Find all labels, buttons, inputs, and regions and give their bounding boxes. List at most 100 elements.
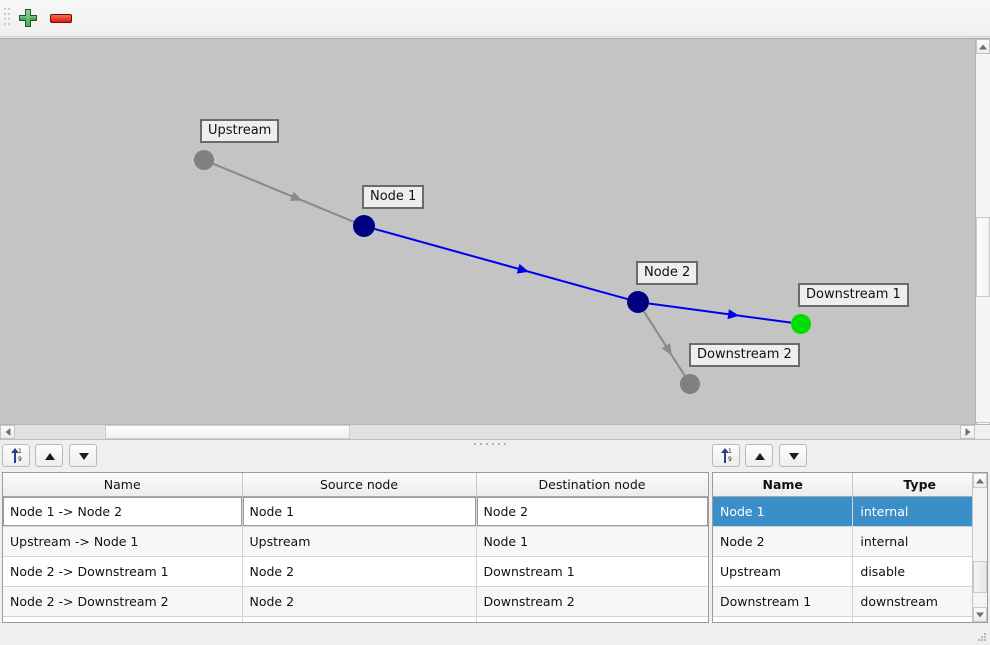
column-header-destination-node[interactable]: Destination node — [476, 473, 708, 497]
arrow-down-icon — [79, 453, 89, 460]
arrow-down-icon — [789, 453, 799, 460]
scroll-left-button[interactable] — [0, 425, 15, 439]
graph-edge-arrow-icon — [727, 309, 740, 320]
cell-name[interactable]: Node 2 -> Downstream 2 — [3, 586, 243, 617]
cell-empty — [476, 616, 708, 622]
cell-destination[interactable]: Downstream 2 — [476, 586, 708, 617]
arrow-up-icon — [755, 453, 765, 460]
cell-source[interactable]: Upstream — [242, 526, 477, 557]
nodes-move-down-button[interactable] — [779, 444, 807, 467]
graph-node-label-node2[interactable]: Node 2 — [636, 261, 699, 285]
status-area — [0, 624, 990, 645]
edges-move-down-button[interactable] — [69, 444, 97, 467]
graph-edges-layer — [212, 162, 792, 377]
column-header-name[interactable]: Name — [3, 473, 243, 497]
scroll-right-button[interactable] — [960, 425, 975, 439]
cell-source[interactable]: Node 1 — [242, 496, 477, 527]
graph-edge[interactable] — [374, 227, 628, 301]
graph-edge[interactable] — [648, 302, 792, 324]
scroll-down-button[interactable] — [973, 607, 987, 622]
scroll-up-button[interactable] — [976, 39, 990, 54]
cell-source[interactable]: Node 2 — [242, 556, 477, 587]
cell-name[interactable]: Node 2 — [713, 526, 854, 557]
plus-icon — [19, 9, 37, 27]
nodes-table-scroll-thumb[interactable] — [973, 561, 987, 593]
graph-node-label-node1[interactable]: Node 1 — [362, 185, 425, 209]
graph-edge-arrow-icon — [661, 343, 672, 356]
graph-node-upstream[interactable] — [194, 150, 214, 170]
minus-icon — [50, 14, 72, 23]
graph-edge[interactable] — [643, 310, 686, 377]
graph-hscroll-thumb[interactable] — [105, 425, 350, 439]
graph-vertical-scrollbar[interactable] — [975, 39, 990, 437]
column-header-source-node[interactable]: Source node — [242, 473, 477, 497]
add-node-button[interactable] — [14, 5, 42, 32]
graph-vscroll-thumb[interactable] — [976, 217, 990, 297]
cell-destination[interactable]: Downstream 1 — [476, 556, 708, 587]
graph-node-node2[interactable] — [627, 291, 649, 313]
graph-edge-arrow-icon — [516, 263, 529, 274]
remove-node-button[interactable] — [47, 5, 75, 32]
column-header-name[interactable]: Name — [713, 473, 854, 497]
cell-name[interactable]: Upstream -> Node 1 — [3, 526, 243, 557]
cell-name[interactable]: Downstream 1 — [713, 586, 854, 617]
graph-edge[interactable] — [212, 162, 355, 223]
edges-move-up-button[interactable] — [35, 444, 63, 467]
main-toolbar — [0, 0, 990, 37]
cell-type[interactable]: disable — [852, 556, 987, 587]
graph-node-downstream1[interactable] — [791, 314, 811, 334]
graph-edge-arrow-icon — [289, 191, 303, 201]
graph-node-node1[interactable] — [353, 215, 375, 237]
nodes-table-scrollbar[interactable] — [972, 473, 987, 622]
cell-type[interactable]: downstream — [852, 586, 987, 617]
nodes-move-up-button[interactable] — [745, 444, 773, 467]
scrollbar-corner — [975, 425, 990, 439]
graph-node-label-upstream[interactable]: Upstream — [200, 119, 280, 143]
cell-empty — [713, 616, 854, 622]
graph-node-downstream2[interactable] — [680, 374, 700, 394]
toolbar-drag-handle-icon[interactable] — [4, 8, 11, 30]
graph-horizontal-scrollbar[interactable] — [0, 424, 990, 439]
graph-node-label-downstream1[interactable]: Downstream 1 — [798, 283, 909, 307]
cell-name[interactable]: Upstream — [713, 556, 854, 587]
cell-empty — [852, 616, 987, 622]
splitter-grip-icon — [474, 443, 514, 446]
cell-empty — [3, 616, 243, 622]
pane-splitter[interactable] — [0, 439, 990, 448]
cell-name[interactable]: Node 1 — [713, 496, 854, 527]
cell-destination[interactable]: Node 2 — [476, 496, 708, 527]
cell-destination[interactable]: Node 1 — [476, 526, 708, 557]
cell-name[interactable]: Node 1 -> Node 2 — [3, 496, 243, 527]
table-empty-row — [713, 616, 987, 622]
resize-grip-icon[interactable] — [978, 633, 987, 642]
column-header-type[interactable]: Type — [852, 473, 987, 497]
cell-type[interactable]: internal — [852, 526, 987, 557]
arrow-up-icon — [45, 453, 55, 460]
scroll-up-button[interactable] — [973, 473, 987, 488]
cell-type[interactable]: internal — [852, 496, 987, 527]
graph-node-label-downstream2[interactable]: Downstream 2 — [689, 343, 800, 367]
cell-source[interactable]: Node 2 — [242, 586, 477, 617]
cell-name[interactable]: Node 2 -> Downstream 1 — [3, 556, 243, 587]
